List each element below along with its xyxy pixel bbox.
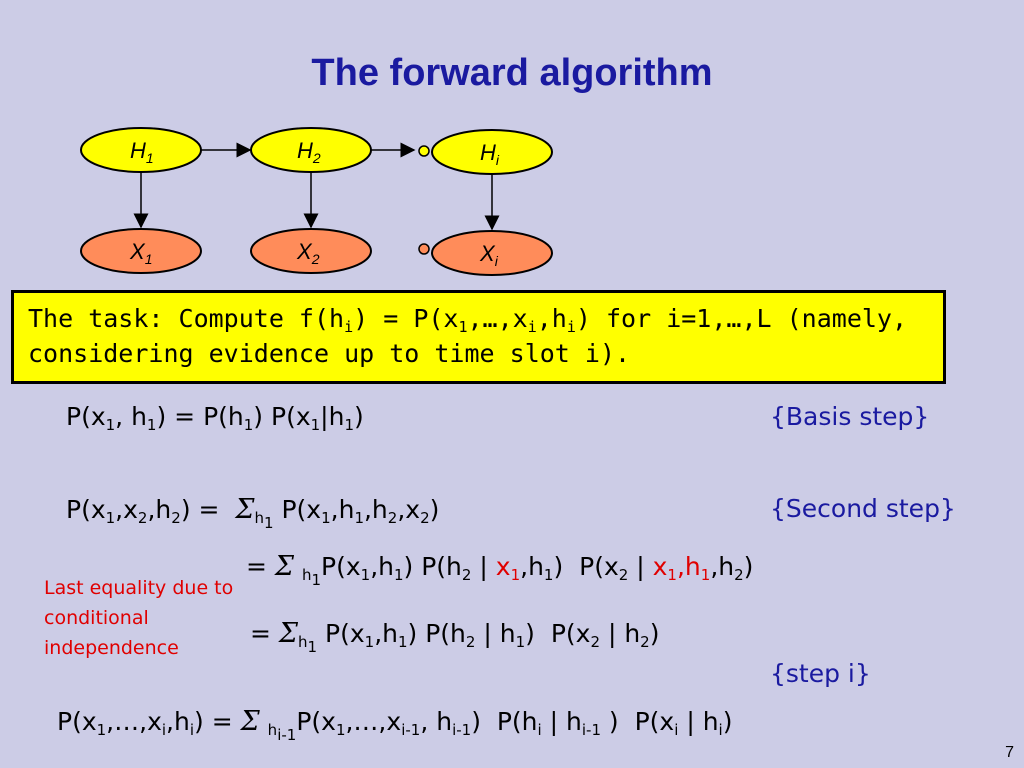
equation-basis: P(x1, h1) = P(h1) P(x1|h1) <box>66 402 364 434</box>
svg-text:H1: H1 <box>130 138 154 166</box>
observed-node-x1: X1 <box>80 228 202 274</box>
hidden-node-h1: H1 <box>80 127 202 173</box>
observed-node-x2: X2 <box>250 228 372 274</box>
hidden-node-h2: H2 <box>250 127 372 173</box>
page-title: The forward algorithm <box>311 52 713 94</box>
conditional-independence-note: Last equality due to conditional indepen… <box>44 577 234 659</box>
task-line-1: The task: Compute f(hi) = P(x1,…,xi,hi) … <box>28 304 908 336</box>
hidden-node-hi: Hi <box>431 129 553 175</box>
svg-text:Xi: Xi <box>479 241 499 269</box>
equation-second-2: = Σ h1P(x1,h1) P(h2 | x1,h1) P(x2 | x1,h… <box>246 551 754 589</box>
label-basis-step: {Basis step} <box>770 402 930 431</box>
svg-text:H2: H2 <box>297 138 321 166</box>
ellipsis-dot-bottom <box>418 243 430 255</box>
task-line-2: considering evidence up to time slot i). <box>28 339 631 368</box>
hmm-diagram: H1 H2 Hi X1 X2 Xi <box>80 127 553 276</box>
equation-second-3: = Σh1 P(x1,h1) P(h2 | h1) P(x2 | h2) <box>250 618 660 656</box>
svg-text:X2: X2 <box>296 239 320 267</box>
equation-second-1: P(x1,x2,h2) = Σh1 P(x1,h1,h2,x2) <box>66 494 440 532</box>
equation-step-i: P(x1,…,xi,hi) = Σ hi-1P(x1,…,xi-1, hi-1)… <box>57 706 733 744</box>
svg-text:X1: X1 <box>129 239 152 267</box>
page-number: 7 <box>1005 744 1014 761</box>
svg-text:Hi: Hi <box>480 140 500 168</box>
label-second-step: {Second step} <box>770 494 956 523</box>
observed-node-xi: Xi <box>431 230 553 276</box>
label-step-i: {step i} <box>770 659 871 688</box>
ellipsis-dot-top <box>418 145 430 157</box>
task-box: The task: Compute f(hi) = P(x1,…,xi,hi) … <box>11 290 946 384</box>
